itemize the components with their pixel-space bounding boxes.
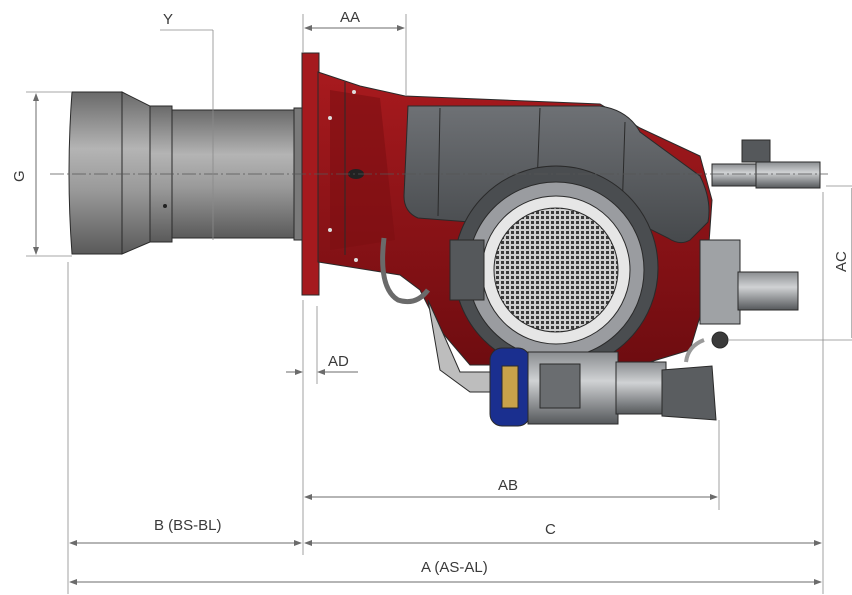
dimension-ac: AC [728, 185, 852, 341]
dimension-y: Y [160, 11, 214, 240]
dimension-g: G [11, 91, 72, 257]
dimension-ad-label: AD [328, 353, 349, 370]
dimension-aa: AA [302, 9, 407, 96]
dimension-ab: AB [304, 420, 720, 510]
dimension-ac-label: AC [833, 251, 850, 272]
dimension-ad: AD [286, 300, 358, 555]
dimension-b-label: B (BS-BL) [154, 517, 222, 534]
dimension-a: A (AS-AL) [69, 559, 822, 585]
dimension-ab-label: AB [498, 477, 518, 494]
dimension-aa-label: AA [340, 9, 360, 26]
dimension-g-label: G [11, 170, 28, 182]
dimension-y-label: Y [163, 11, 173, 28]
control-box [449, 239, 485, 301]
dimension-b: B (BS-BL) [67, 262, 302, 594]
dimension-c: C [304, 192, 824, 594]
dimension-c-label: C [545, 521, 556, 538]
blast-tube [68, 91, 305, 255]
gas-train [684, 139, 821, 363]
fan-casing [453, 165, 659, 371]
pump-motor-assembly [489, 347, 717, 427]
hose [380, 237, 430, 305]
dimension-a-label: A (AS-AL) [421, 559, 488, 576]
burner-machine [68, 52, 821, 427]
